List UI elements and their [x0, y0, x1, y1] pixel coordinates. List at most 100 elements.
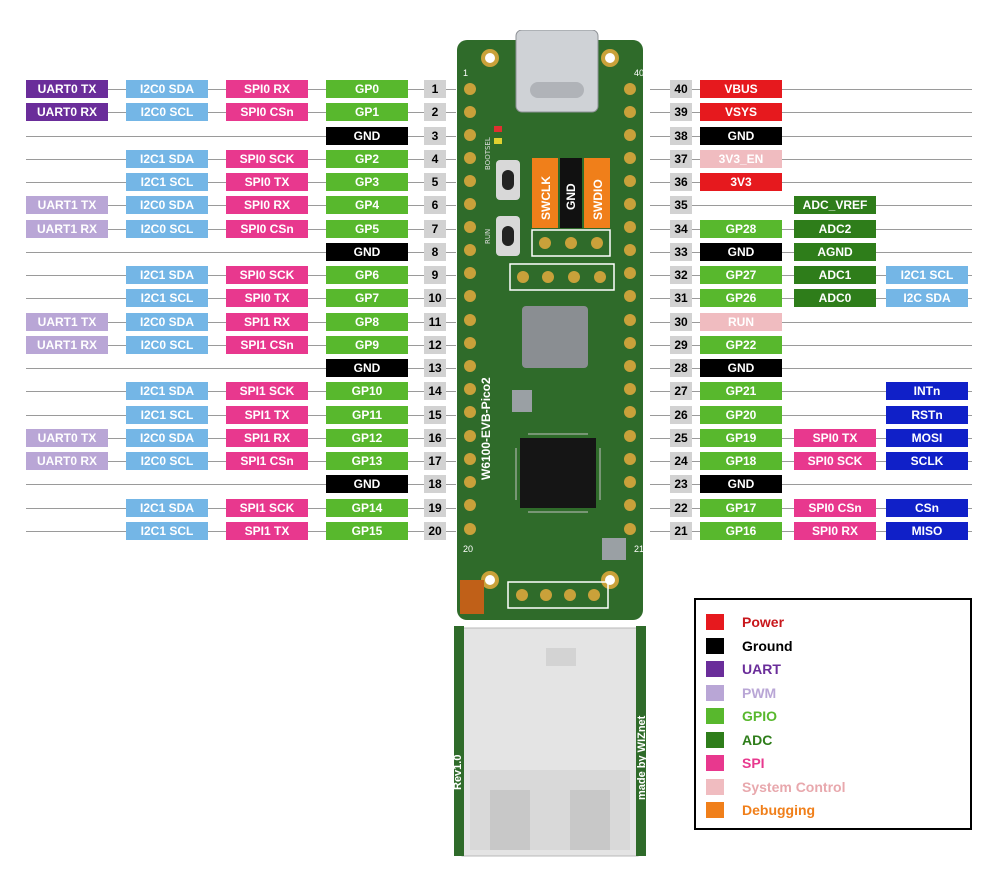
pin-number: 34 [670, 220, 692, 238]
legend-item: Ground [706, 636, 793, 656]
pin-label: GND [326, 243, 408, 261]
pin-number: 2 [424, 103, 446, 121]
pin-number: 28 [670, 359, 692, 377]
pin-number: 7 [424, 220, 446, 238]
pin-label: GP15 [326, 522, 408, 540]
alt-function-label: I2C1 SCL [886, 266, 968, 284]
alt-function-label: SPI1 RX [226, 429, 308, 447]
pin-number: 12 [424, 336, 446, 354]
alt-function-label: SPI1 TX [226, 522, 308, 540]
pin-label: GP11 [326, 406, 408, 424]
pin-label: GP10 [326, 382, 408, 400]
corner-40: 40 [634, 68, 644, 78]
connector-line [650, 345, 972, 346]
connector-line [26, 136, 456, 137]
corner-21: 21 [634, 544, 644, 554]
legend-swatch [706, 637, 724, 654]
pin-label: GP27 [700, 266, 782, 284]
legend-swatch [706, 731, 724, 748]
connector-line [650, 159, 972, 160]
pin-label: GP0 [326, 80, 408, 98]
legend-item: Debugging [706, 800, 815, 820]
w6100-chip [520, 438, 596, 508]
alt-function-label: MISO [886, 522, 968, 540]
pin-label: VBUS [700, 80, 782, 98]
alt-function-label: I2C0 SDA [126, 80, 208, 98]
pin-number: 38 [670, 127, 692, 145]
pin-number: 9 [424, 266, 446, 284]
alt-function-label: RSTn [886, 406, 968, 424]
connector-line [26, 368, 456, 369]
pin-number: 4 [424, 150, 446, 168]
pin-label: GND [326, 475, 408, 493]
alt-function-label: I2C1 SCL [126, 522, 208, 540]
legend-swatch [706, 708, 724, 724]
alt-function-label: ADC1 [794, 266, 876, 284]
pin-number: 39 [670, 103, 692, 121]
pin-label: VSYS [700, 103, 782, 121]
pin-number: 26 [670, 406, 692, 424]
legend-label: Debugging [742, 802, 816, 818]
alt-function-label: I2C1 SDA [126, 266, 208, 284]
pin-number: 25 [670, 429, 692, 447]
alt-function-label: SPI1 CSn [226, 452, 308, 470]
corner-20: 20 [463, 544, 473, 554]
alt-function-label: SPI1 TX [226, 406, 308, 424]
legend-swatch [706, 614, 724, 630]
alt-function-label: SPI0 RX [794, 522, 876, 540]
pin-label: GP8 [326, 313, 408, 331]
alt-function-label: SPI0 CSn [794, 499, 876, 517]
alt-function-label: I2C0 SCL [126, 220, 208, 238]
pin-number: 32 [670, 266, 692, 284]
pin-label: GP7 [326, 289, 408, 307]
pin-label: GP17 [700, 499, 782, 517]
pin-number: 21 [670, 522, 692, 540]
legend-item: Power [706, 612, 784, 632]
pin-label: GND [700, 127, 782, 145]
pin-number: 5 [424, 173, 446, 191]
alt-function-label: UART0 RX [26, 103, 108, 121]
alt-function-label: I2C0 SDA [126, 196, 208, 214]
pin-number: 19 [424, 499, 446, 517]
pin-label: GP26 [700, 289, 782, 307]
alt-function-label: SPI0 SCK [794, 452, 876, 470]
pin-label: GP18 [700, 452, 782, 470]
pin-label: GP21 [700, 382, 782, 400]
flash-chip [522, 306, 588, 368]
legend-item: UART [706, 659, 781, 679]
legend-item: GPIO [706, 706, 777, 726]
alt-function-label: CSn [886, 499, 968, 517]
alt-function-label: UART0 TX [26, 80, 108, 98]
legend-swatch [706, 778, 724, 795]
pin-number: 15 [424, 406, 446, 424]
board-name-silk: W6100-EVB-Pico2 [479, 377, 493, 480]
alt-function-label: UART0 TX [26, 429, 108, 447]
pin-label: GP20 [700, 406, 782, 424]
alt-function-label: ADC0 [794, 289, 876, 307]
pin-label: GP9 [326, 336, 408, 354]
alt-function-label: I2C0 SCL [126, 103, 208, 121]
alt-function-label: I2C1 SCL [126, 173, 208, 191]
alt-function-label: SPI1 SCK [226, 499, 308, 517]
pin-label: 3V3_EN [700, 150, 782, 168]
pin-label: GP28 [700, 220, 782, 238]
legend-swatch [706, 661, 724, 677]
alt-function-label: SCLK [886, 452, 968, 470]
legend-label: ADC [742, 731, 773, 748]
alt-function-label: SPI0 TX [794, 429, 876, 447]
pin-label: GND [700, 475, 782, 493]
pin-label: GP14 [326, 499, 408, 517]
alt-function-label: I2C0 SDA [126, 313, 208, 331]
legend-item: System Control [706, 777, 845, 797]
alt-function-label: SPI1 RX [226, 313, 308, 331]
pin-label: 3V3 [700, 173, 782, 191]
connector-line [650, 182, 972, 183]
alt-function-label: I2C1 SDA [126, 382, 208, 400]
legend-label: PWM [742, 684, 777, 701]
legend-label: UART [742, 661, 781, 677]
pin-number: 37 [670, 150, 692, 168]
pin-label: GP3 [326, 173, 408, 191]
alt-function-label: I2C1 SCL [126, 406, 208, 424]
alt-function-label: ADC_VREF [794, 196, 876, 214]
